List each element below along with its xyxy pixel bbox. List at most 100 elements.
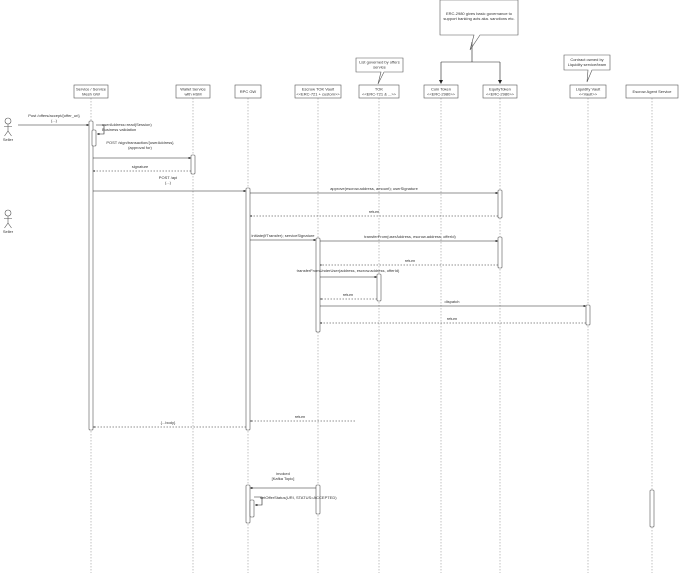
- self-message-arrow: [254, 496, 263, 507]
- actor-label: Seller: [3, 137, 14, 142]
- note-text: Liquidity service/team: [568, 62, 607, 67]
- message-label: (...): [165, 180, 172, 185]
- participant-label: Escrow Agent Service: [633, 89, 673, 94]
- participant-label: <<Vault>>: [579, 91, 598, 96]
- message-label: return: [295, 414, 305, 419]
- message-label: userAddress=read(Session): [102, 122, 152, 127]
- activation-bar: [315, 237, 321, 333]
- participant-box: [358, 84, 400, 99]
- participant-label: <<ERC-2980>>: [427, 91, 456, 96]
- message-label: invoked: [276, 471, 290, 476]
- messages: Post /offers/accept/{offer_uri}(...)user…: [18, 113, 586, 507]
- message-label: setOfferStatus(URI, STATUS=ACCEPTED): [260, 495, 337, 500]
- activation-bar: [497, 236, 503, 269]
- activation-bar: [91, 129, 97, 147]
- lifelines: [90, 98, 653, 573]
- message-5: approve(escrow.address, amount); userSig…: [250, 186, 498, 195]
- message-label: transferFromUnderUser(address, escrow.ad…: [297, 268, 400, 273]
- participant-label: Escrow TOK Vault: [302, 87, 335, 92]
- activation-bar: [249, 499, 255, 518]
- participant-box: [482, 84, 518, 99]
- message-1: userAddress=read(Session)Business valida…: [96, 122, 152, 136]
- activation-bar: [649, 489, 655, 528]
- message-7: initiate(ifTransfer); serviceSignature: [250, 233, 316, 242]
- note-callout: [439, 0, 519, 51]
- activation-bar: [190, 154, 196, 175]
- message-label: return: [405, 258, 415, 263]
- message-14: return: [250, 414, 355, 421]
- message-4: POST /api(...): [93, 175, 246, 193]
- message-label: POST /api: [159, 175, 177, 180]
- participant-label: TOK: [375, 87, 383, 92]
- arrowhead-icon: [439, 80, 502, 84]
- message-label: dispatch: [445, 299, 460, 304]
- message-label: POST /sign/transaction/{userAddress}: [106, 140, 174, 145]
- actor-seller2: Seller: [3, 209, 14, 234]
- participant-box: [73, 84, 109, 99]
- participant-label: Coin Token: [431, 87, 451, 92]
- message-label: signature: [132, 164, 149, 169]
- participant-label: EquityToken: [489, 87, 511, 92]
- actor-label: Seller: [3, 229, 14, 234]
- participant-label: RPC GW: [240, 89, 257, 94]
- participant-equity[interactable]: EquityToken<<ERC-2980>>: [482, 84, 518, 99]
- participant-rpc[interactable]: RPC GW: [234, 84, 262, 99]
- participant-agent[interactable]: Escrow Agent Service: [625, 84, 679, 99]
- self-message-arrow: [96, 124, 105, 136]
- message-label: return: [369, 209, 379, 214]
- message-label: transferFrom(userAddress, escrow.address…: [364, 234, 456, 239]
- participant-box: [569, 84, 607, 99]
- actor-body-icon: [4, 216, 12, 229]
- message-0: Post /offers/accept/{offer_uri}(...): [18, 113, 89, 127]
- note-text: List governed by offers: [359, 60, 399, 65]
- participant-box: [625, 84, 679, 99]
- message-10: transferFromUnderUser(address, escrow.ad…: [297, 268, 400, 279]
- participant-coin[interactable]: Coin Token<<ERC-2980>>: [423, 84, 459, 99]
- message-label: initiate(ifTransfer); serviceSignature: [252, 233, 316, 238]
- message-label: approve(escrow.address, amount); userSig…: [330, 186, 418, 191]
- participant-escrow[interactable]: Escrow TOK Vault<<ERC-721 + custom>>: [294, 84, 342, 99]
- message-label: (...): [51, 118, 58, 123]
- participant-label: Wallet Service: [180, 87, 206, 92]
- note-callout: [355, 57, 404, 85]
- activation-bar: [315, 484, 321, 515]
- participant-box: [294, 84, 342, 99]
- note-text: Contract owned by: [570, 57, 603, 62]
- message-label: Business validation: [102, 127, 136, 132]
- erc2980-note: ERC-2980 gives basic governance tosuppor…: [439, 0, 519, 84]
- message-11: return: [320, 292, 377, 299]
- participant-tok[interactable]: TOK<<ERC-721 & ...>>: [358, 84, 400, 99]
- participant-box: [234, 84, 262, 99]
- participant-label: <<ERC-2980>>: [486, 91, 515, 96]
- participant-label: Liquidity Vault: [576, 87, 601, 92]
- actor-body-icon: [4, 124, 12, 137]
- notes: ERC-2980 gives basic governance tosuppor…: [355, 0, 611, 85]
- message-6: return: [250, 209, 498, 216]
- participant-label: with HSM: [184, 91, 201, 96]
- message-17: setOfferStatus(URI, STATUS=ACCEPTED): [254, 495, 337, 507]
- note-callout: [563, 54, 611, 83]
- note-connector: [440, 42, 501, 82]
- message-label: return: [447, 316, 457, 321]
- participant-label: Mesh GW: [82, 91, 100, 96]
- message-label: {...body}: [161, 420, 176, 425]
- participant-box: [175, 84, 211, 99]
- message-2: POST /sign/transaction/{userAddress}(app…: [93, 140, 191, 160]
- message-13: return: [320, 316, 586, 323]
- participant-liq[interactable]: Liquidity Vault<<Vault>>: [569, 84, 607, 99]
- activations: [88, 120, 655, 528]
- message-label: [Kafka Topic]: [272, 476, 295, 481]
- activation-bar: [245, 187, 251, 431]
- activation-bar: [497, 189, 503, 219]
- message-9: return: [320, 258, 498, 265]
- message-15: {...body}: [93, 420, 246, 427]
- participant-label: <<ERC-721 & ...>>: [362, 91, 397, 96]
- participant-box: [423, 84, 459, 99]
- participant-label: Service / Service: [76, 87, 107, 92]
